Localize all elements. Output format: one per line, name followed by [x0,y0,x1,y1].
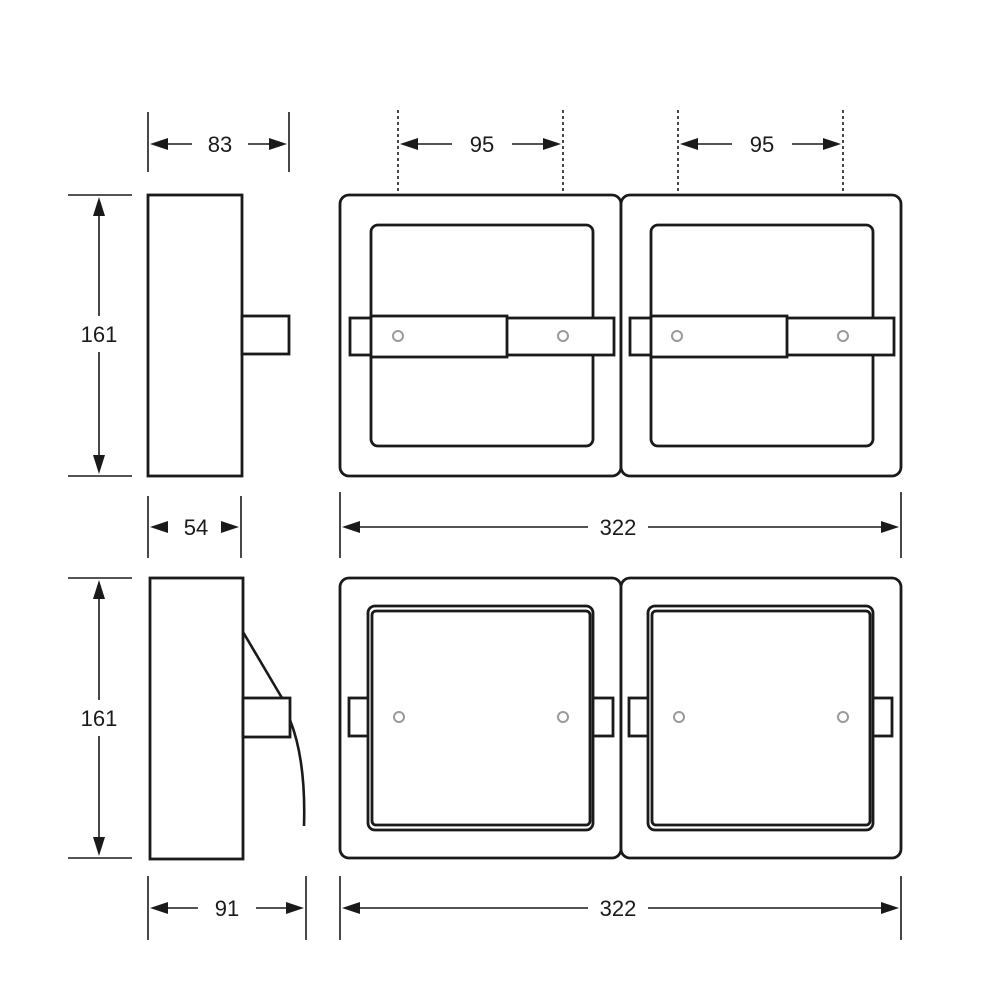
arrow-left [342,902,360,914]
arrow-down [93,837,105,856]
side-view-bottom [148,576,306,861]
front-bottom-right-cover [650,609,872,827]
side-view-top-body [146,193,244,478]
screw-hole [671,330,683,342]
dimension-161-top: 161 [68,194,132,477]
side-view-bottom-cover-edge [241,631,284,699]
arrow-left [150,138,168,150]
front-view-bottom [338,576,903,860]
arrow-right [881,902,899,914]
dimension-95-left-label: 95 [470,132,494,157]
dimension-322-bottom-label: 322 [600,896,637,921]
side-view-bottom-body [148,576,245,861]
arrow-left [680,138,698,150]
screw-hole [393,711,405,723]
front-view-top [338,193,903,478]
side-view-top [146,193,291,478]
arrow-left [150,521,168,533]
screw-hole [837,330,849,342]
side-view-bottom-spindle [241,696,292,739]
screw-hole [557,711,569,723]
dimension-83-label: 83 [208,132,232,157]
dimension-91-label: 91 [215,896,239,921]
arrow-right [823,138,841,150]
side-view-top-spindle [240,314,291,356]
side-view-bottom-paper-curve [288,719,306,827]
front-bottom-left-cover [370,609,592,827]
arrow-up [93,197,105,216]
dimension-54: 54 [147,496,242,558]
screw-hole [557,330,569,342]
dimension-161-bottom-label: 161 [81,706,118,731]
screw-hole [392,330,404,342]
dimension-91: 91 [147,876,307,940]
arrow-left [400,138,418,150]
front-top-left-roller [369,314,509,359]
dimension-322-top: 322 [339,492,902,558]
arrow-up [93,580,105,599]
dimension-322-top-label: 322 [600,515,637,540]
dimension-322-bottom: 322 [339,876,902,940]
screw-hole [837,711,849,723]
dimension-95-right-label: 95 [750,132,774,157]
arrow-left [342,521,360,533]
arrow-right [881,521,899,533]
arrow-down [93,455,105,474]
dimension-83: 83 [147,112,290,172]
dimension-95-right: 95 [677,110,844,195]
screw-hole [673,711,685,723]
dimension-54-label: 54 [184,515,208,540]
dimension-161-top-label: 161 [81,322,118,347]
dimension-95-left: 95 [397,110,564,195]
arrow-right [543,138,561,150]
dimension-161-bottom: 161 [68,577,132,859]
arrow-right [221,521,239,533]
arrow-right [286,902,304,914]
arrow-left [150,902,168,914]
arrow-right [269,138,287,150]
